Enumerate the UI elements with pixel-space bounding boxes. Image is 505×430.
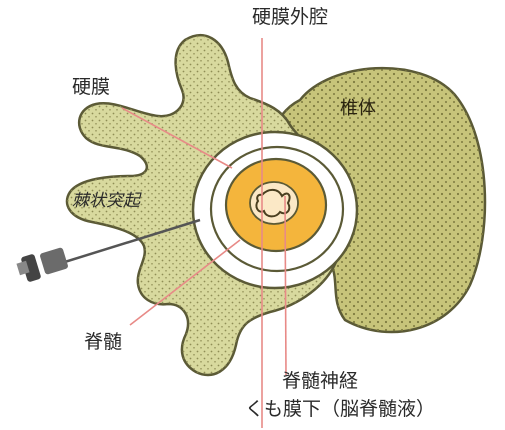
label-spinal-cord: 脊髄 — [84, 333, 122, 352]
label-subarachnoid: くも膜下（脳脊髄液） — [245, 400, 435, 419]
leader-spinal-nerve — [285, 196, 286, 375]
label-spinous-process: 棘状突起 — [72, 193, 140, 210]
label-spinal-nerve: 脊髄神経 — [282, 372, 358, 391]
label-dura-mater: 硬膜 — [72, 78, 110, 97]
label-vertebral-body: 椎体 — [340, 100, 376, 118]
label-epidural-space: 硬膜外腔 — [252, 8, 328, 27]
